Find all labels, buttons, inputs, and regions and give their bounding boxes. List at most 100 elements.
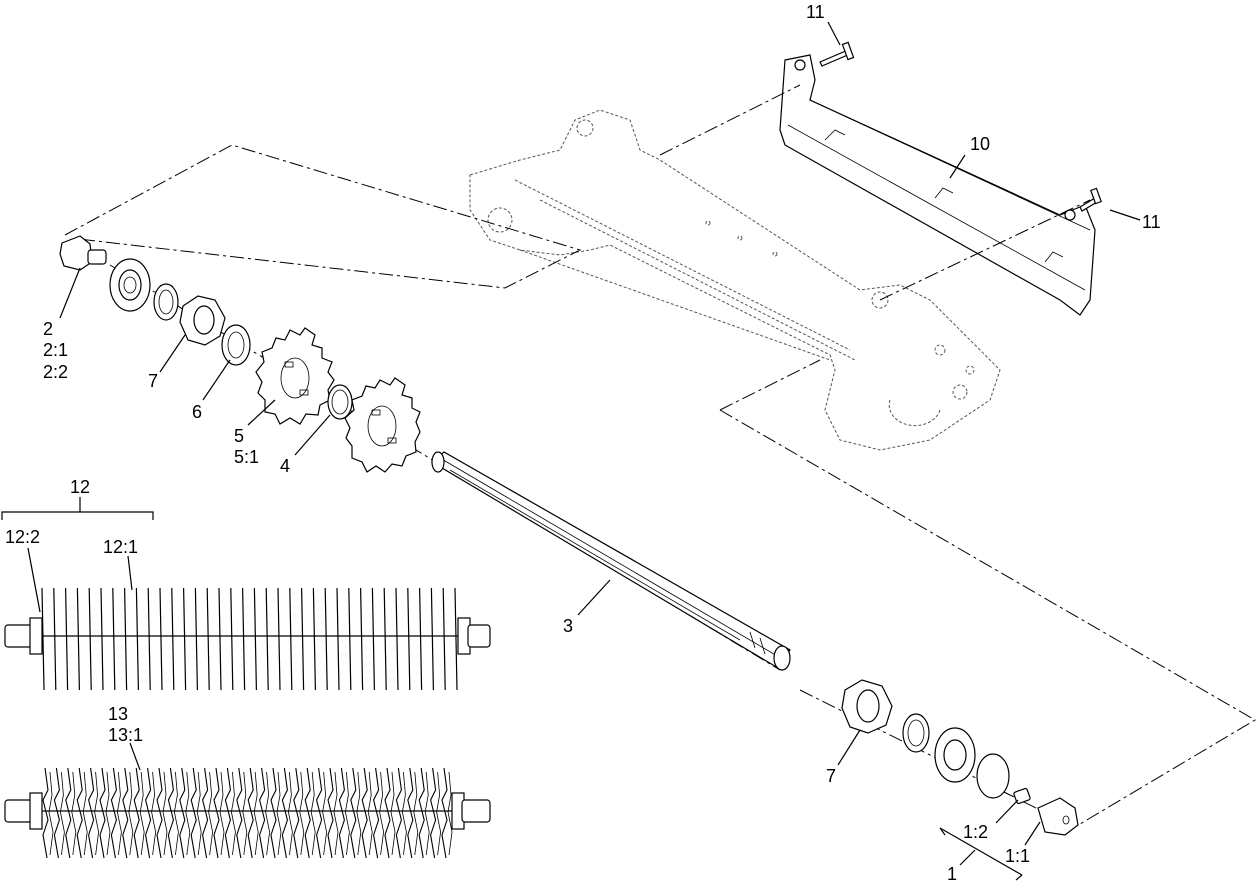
callout-7-left: 7 xyxy=(148,371,158,391)
callout-1-2: 1:2 xyxy=(963,822,988,842)
reel-12-blade xyxy=(419,587,423,691)
leader-lines xyxy=(1,21,1141,881)
callout-labels: 11 10 11 2 2:1 2:2 7 6 5 5:1 4 12 12:2 1… xyxy=(5,2,1161,883)
callout-2-1: 2:1 xyxy=(43,340,68,360)
reel-13-tine xyxy=(379,771,385,856)
reel-13-tine xyxy=(48,771,54,856)
reel-12-blade xyxy=(100,587,104,691)
reel-12-blade xyxy=(183,587,187,691)
reel-12-blade xyxy=(171,587,175,691)
reel-12-blade xyxy=(265,587,269,691)
washer xyxy=(221,324,251,366)
reel-13-tine xyxy=(122,767,129,859)
bearing-housing-left xyxy=(59,235,107,271)
callout-7-right: 7 xyxy=(826,766,836,786)
reel-13-tine xyxy=(173,771,179,856)
reel-13-tine xyxy=(213,767,220,859)
callout-2-2: 2:2 xyxy=(43,362,68,382)
reel-13-tine xyxy=(344,771,350,856)
reel-13-tine xyxy=(53,767,60,859)
bolt-right xyxy=(1079,187,1102,212)
callout-2: 2 xyxy=(43,319,53,339)
reel-12-blade xyxy=(277,587,281,691)
reel-13-tine xyxy=(259,767,266,859)
reel-blade-13 xyxy=(4,767,491,859)
reel-13-tine xyxy=(436,771,442,856)
hex-nut-left xyxy=(179,295,226,346)
callout-13: 13 xyxy=(108,704,128,724)
reel-13-tine xyxy=(265,771,271,856)
reel-13-tine xyxy=(139,771,145,856)
reel-13-tine xyxy=(133,767,140,859)
reel-13-tine xyxy=(105,771,111,856)
bolt-top xyxy=(819,41,855,67)
reel-12-blade xyxy=(383,587,387,691)
reel-13-tine xyxy=(224,767,231,859)
reel-12-blade xyxy=(242,587,246,691)
callout-5-1: 5:1 xyxy=(234,447,259,467)
callout-10: 10 xyxy=(970,134,990,154)
reel-13-tine xyxy=(82,771,88,856)
reel-13-tine xyxy=(413,771,419,856)
hex-nut-right xyxy=(841,679,893,734)
reel-13-tine xyxy=(407,767,414,859)
reel-13-tine xyxy=(373,767,380,859)
reel-12-blade xyxy=(41,587,45,691)
reel-13-tine xyxy=(247,767,254,859)
callout-5: 5 xyxy=(234,426,244,446)
reel-13-tine xyxy=(384,767,391,859)
reel-13-tine xyxy=(179,767,186,859)
reel-12-blade xyxy=(324,587,328,691)
o-ring xyxy=(976,753,1010,799)
reel-13-tine xyxy=(293,767,300,859)
reel-13-tine xyxy=(202,767,209,859)
reel-13-tine xyxy=(219,771,225,856)
reel-12-blade xyxy=(88,587,92,691)
reel-13-tine xyxy=(361,767,368,859)
reel-13-tine xyxy=(71,771,77,856)
reel-13-tine xyxy=(185,771,191,856)
reel-13-tine xyxy=(327,767,334,859)
reel-12-blade xyxy=(159,587,163,691)
reel-13-tine xyxy=(196,771,202,856)
bearing-housing-right xyxy=(1037,797,1079,836)
callout-12-2: 12:2 xyxy=(5,527,40,547)
shield-plate xyxy=(779,54,1096,316)
reel-13-tine xyxy=(156,767,163,859)
reel-12-blade xyxy=(112,587,116,691)
reel-13-tine xyxy=(395,767,402,859)
reel-12-blade xyxy=(348,587,352,691)
reel-12-blade xyxy=(147,587,151,691)
reel-13-tine xyxy=(42,767,49,859)
reel-13-tine xyxy=(356,771,362,856)
reel-13-tine xyxy=(299,771,305,856)
reel-13-tine xyxy=(88,767,95,859)
reel-12-blade xyxy=(454,587,458,691)
reel-13-tine xyxy=(94,771,100,856)
reel-12-blade xyxy=(253,587,257,691)
frame-assembly xyxy=(469,109,1001,451)
reel-12-blade xyxy=(206,587,210,691)
callout-11-right: 11 xyxy=(1142,212,1161,232)
reel-12-blade xyxy=(312,587,316,691)
callout-1: 1 xyxy=(947,864,957,883)
reel-12-blade xyxy=(53,587,57,691)
snap-ring-left xyxy=(153,283,179,321)
reel-12-blade xyxy=(65,587,69,691)
reel-13-tine xyxy=(270,767,277,859)
reel-13-tine xyxy=(401,771,407,856)
reel-12-blade xyxy=(360,587,364,691)
reel-13-tine xyxy=(316,767,323,859)
reel-13-tine xyxy=(333,771,339,856)
reel-13-tine xyxy=(310,771,316,856)
callout-13-1: 13:1 xyxy=(108,725,143,745)
reel-13-tine xyxy=(276,771,282,856)
snap-ring-right xyxy=(902,713,930,753)
callout-12-1: 12:1 xyxy=(103,537,138,557)
reel-12-blade xyxy=(371,587,375,691)
reel-12-blade xyxy=(230,587,234,691)
reel-12-blade xyxy=(194,587,198,691)
reel-13-tine xyxy=(65,767,72,859)
reel-12-blade xyxy=(442,587,446,691)
